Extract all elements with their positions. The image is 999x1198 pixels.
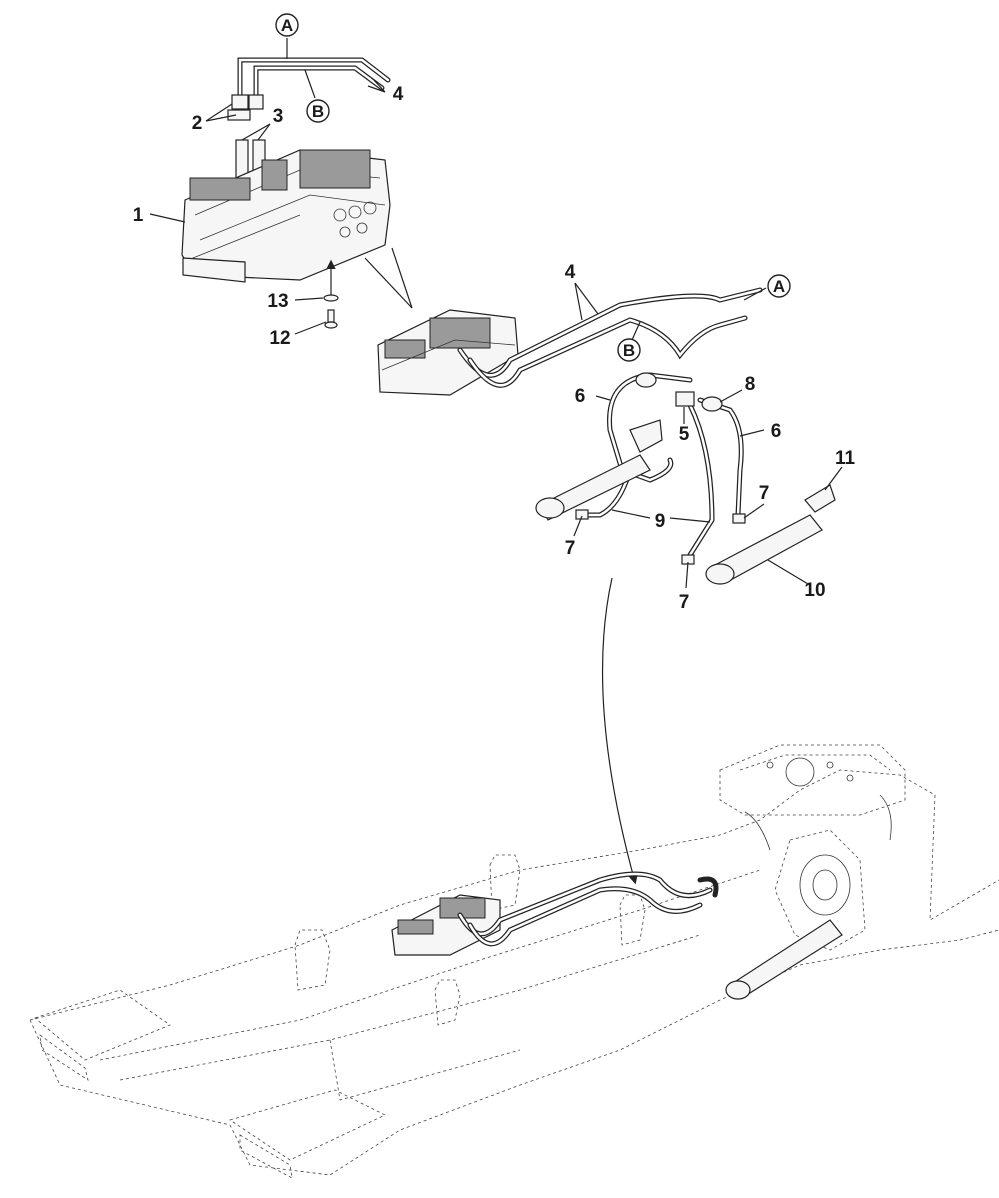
callout-13: 13 xyxy=(267,291,288,312)
svg-text:B: B xyxy=(312,102,324,121)
svg-text:A: A xyxy=(773,277,785,296)
callout-8: 8 xyxy=(745,374,756,395)
ref-circle-a-top: A xyxy=(275,13,299,37)
callout-9: 9 xyxy=(655,511,666,532)
svg-text:B: B xyxy=(623,341,635,360)
callout-7-a: 7 xyxy=(565,538,576,559)
callout-10: 10 xyxy=(804,580,825,601)
callout-3: 3 xyxy=(273,106,284,127)
callout-4-top: 4 xyxy=(393,84,404,105)
callout-7-c: 7 xyxy=(679,592,690,613)
callout-2: 2 xyxy=(192,113,203,134)
callout-7-b: 7 xyxy=(759,483,770,504)
svg-text:A: A xyxy=(281,16,293,35)
ref-circle-b-mid: B xyxy=(617,338,641,362)
callout-6-right: 6 xyxy=(771,421,782,442)
valve-hose-cylinder-assembly xyxy=(377,287,836,585)
ref-circle-b-top: B xyxy=(306,99,330,123)
ref-circle-a-mid: A xyxy=(767,274,791,298)
callout-leaders xyxy=(149,38,843,589)
callout-12: 12 xyxy=(269,328,290,349)
callout-5: 5 xyxy=(679,424,690,445)
callout-11: 11 xyxy=(835,448,856,469)
control-valve-exploded xyxy=(181,57,391,329)
callout-4-mid: 4 xyxy=(565,262,576,283)
chassis-frame xyxy=(29,744,999,1179)
callout-6-left: 6 xyxy=(575,386,586,407)
callout-1: 1 xyxy=(133,205,144,226)
